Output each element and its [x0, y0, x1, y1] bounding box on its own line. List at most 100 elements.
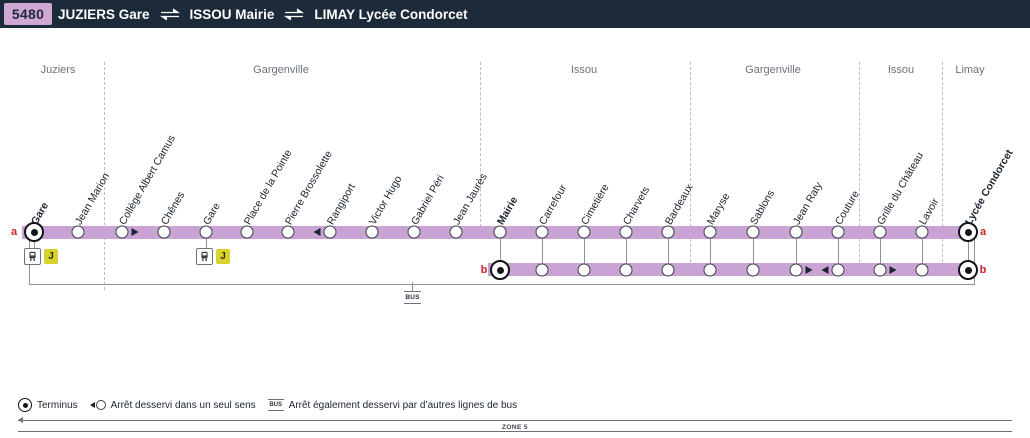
stop-label-7: Rangiport: [324, 181, 358, 227]
stop-label-1: Jean Marion: [72, 170, 113, 227]
stop-marker-a-19[interactable]: [831, 225, 845, 239]
stem-4: [668, 232, 669, 270]
stem-9: [880, 232, 881, 270]
one-way-arrow-left-a-7: [313, 228, 321, 236]
stop-marker-a-5[interactable]: [240, 225, 254, 239]
transilien-line-badge-0: J: [44, 249, 58, 264]
stem-0: [500, 232, 501, 270]
stop-label-12: Carrefour: [536, 182, 570, 227]
city-label-0: Juziers: [40, 64, 76, 76]
stop-marker-b-8[interactable]: [831, 263, 845, 277]
stop-label-9: Gabriel Péri: [408, 172, 447, 227]
zone-bottom-rule: [18, 431, 1012, 432]
stem-5: [710, 232, 711, 270]
terminus-stop-a-0[interactable]: [24, 222, 44, 242]
one-way-arrow-right-b-7: [805, 266, 813, 274]
legend-label-one-way: Arrêt desservi dans un seul sens: [110, 399, 256, 411]
terminus-stop-b-11[interactable]: [958, 260, 978, 280]
stop-marker-a-21[interactable]: [915, 225, 929, 239]
stop-label-11: Mairie: [494, 194, 521, 227]
direction-letter-b-left: b: [480, 264, 488, 276]
legend-item-bus: BUS Arrêt également desservi par d’autre…: [267, 399, 518, 411]
bus-interchange-stem: [412, 282, 413, 291]
stop-marker-a-12[interactable]: [535, 225, 549, 239]
stop-label-4: Gare: [200, 200, 223, 227]
stop-marker-a-1[interactable]: [71, 225, 85, 239]
stem-7: [796, 232, 797, 270]
legend-label-terminus: Terminus: [37, 399, 78, 411]
bus-icon: BUS: [404, 291, 421, 304]
stem-1: [542, 232, 543, 270]
legend-item-one-way: Arrêt desservi dans un seul sens: [89, 399, 256, 411]
stop-marker-b-7[interactable]: [789, 263, 803, 277]
terminus-icon: [18, 398, 32, 412]
stop-label-8: Victor Hugo: [366, 173, 405, 227]
stop-marker-a-10[interactable]: [449, 225, 463, 239]
route-middle: ISSOU Mairie: [189, 6, 275, 22]
stop-marker-a-4[interactable]: [199, 225, 213, 239]
one-way-icon: [89, 400, 106, 410]
stem-11: [968, 232, 969, 270]
stop-marker-a-17[interactable]: [746, 225, 760, 239]
bidirectional-arrow-icon: [159, 8, 181, 20]
legend-item-terminus: Terminus: [18, 398, 78, 412]
municipality-separator-0: [104, 62, 105, 290]
stem-2: [584, 232, 585, 270]
stop-marker-b-1[interactable]: [535, 263, 549, 277]
stem-10: [922, 232, 923, 270]
bus-icon-legend: BUS: [267, 399, 284, 411]
legend-label-bus: Arrêt également desservi par d’autres li…: [288, 399, 518, 411]
stop-label-22: Lycée Condorcet: [962, 147, 1016, 227]
stem-3: [626, 232, 627, 270]
legend: Terminus Arrêt desservi dans un seul sen…: [18, 398, 517, 412]
municipality-separator-1: [480, 62, 481, 232]
one-way-arrow-left-b-8: [821, 266, 829, 274]
direction-letter-a-left: a: [10, 226, 18, 238]
stop-marker-a-3[interactable]: [157, 225, 171, 239]
stop-marker-a-18[interactable]: [789, 225, 803, 239]
terminus-stop-a-22[interactable]: [958, 222, 978, 242]
train-station-icon: [196, 248, 213, 265]
stop-marker-b-2[interactable]: [577, 263, 591, 277]
route-destination: LIMAY Lycée Condorcet: [314, 6, 468, 22]
stop-marker-b-9[interactable]: [873, 263, 887, 277]
stop-marker-a-8[interactable]: [365, 225, 379, 239]
route-title: JUZIERS Gare ISSOU Mairie LIMAY Lycée Co…: [58, 0, 468, 28]
direction-letter-a-right: a: [979, 226, 987, 238]
stop-label-14: Charvets: [620, 184, 653, 227]
stop-label-3: Chênes: [158, 189, 188, 227]
stop-label-20: Grille du Château: [874, 150, 927, 227]
zone-bar: [18, 420, 1012, 421]
stop-marker-a-2[interactable]: [115, 225, 129, 239]
route-origin: JUZIERS Gare: [58, 6, 150, 22]
stop-label-18: Jean Raty: [790, 180, 825, 227]
stop-marker-b-4[interactable]: [661, 263, 675, 277]
stop-marker-b-6[interactable]: [746, 263, 760, 277]
stop-marker-a-20[interactable]: [873, 225, 887, 239]
stop-label-10: Jean Jaurès: [450, 171, 490, 227]
stop-marker-b-10[interactable]: [915, 263, 929, 277]
stop-marker-a-15[interactable]: [661, 225, 675, 239]
line-header-bar: 5480 JUZIERS Gare ISSOU Mairie LIMAY Lyc…: [0, 0, 1030, 28]
stop-marker-a-11[interactable]: [493, 225, 507, 239]
interchange-group-1[interactable]: J: [196, 248, 230, 265]
stop-marker-b-5[interactable]: [703, 263, 717, 277]
stop-marker-a-16[interactable]: [703, 225, 717, 239]
bidirectional-arrow-icon-2: [283, 8, 305, 20]
stop-marker-a-6[interactable]: [281, 225, 295, 239]
line-number-badge: 5480: [4, 3, 52, 25]
interchange-group-0[interactable]: J: [24, 248, 58, 265]
stop-marker-a-9[interactable]: [407, 225, 421, 239]
stop-marker-b-3[interactable]: [619, 263, 633, 277]
stop-marker-a-13[interactable]: [577, 225, 591, 239]
stop-marker-a-14[interactable]: [619, 225, 633, 239]
terminus-stop-b-0[interactable]: [490, 260, 510, 280]
stop-label-13: Cimetière: [578, 182, 612, 227]
stop-label-16: Maryse: [704, 191, 733, 227]
city-label-2: Issou: [570, 64, 598, 76]
train-station-icon: [24, 248, 41, 265]
city-label-5: Limay: [955, 64, 985, 76]
stop-marker-a-7[interactable]: [323, 225, 337, 239]
transilien-line-badge-1: J: [216, 249, 230, 264]
